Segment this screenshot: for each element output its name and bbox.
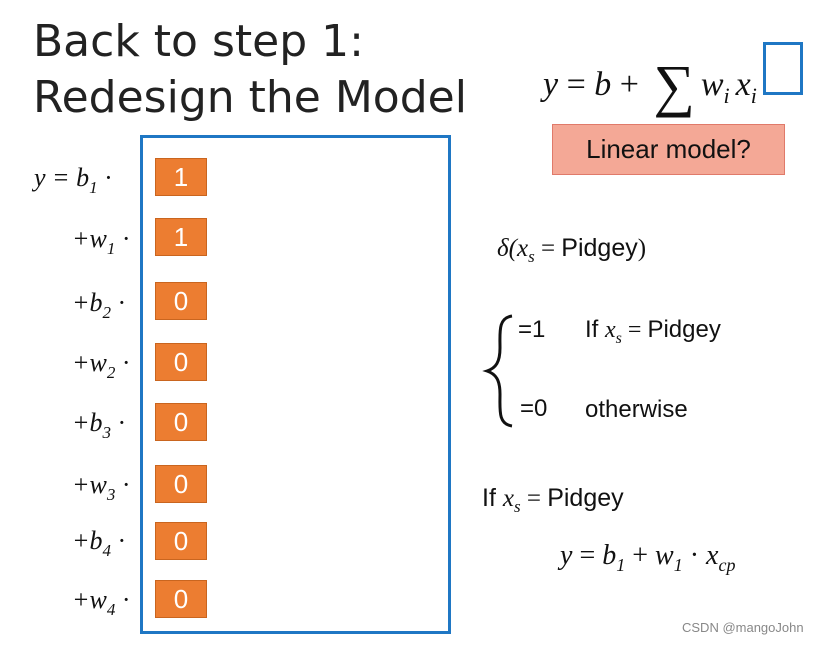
cond-x-sub: s bbox=[513, 497, 521, 516]
title-line-1: Back to step 1: bbox=[33, 16, 364, 67]
term-sub: 4 bbox=[106, 600, 116, 619]
case-1-if: If bbox=[585, 316, 606, 343]
condition-statement: If xs = Pidgey bbox=[482, 484, 624, 516]
cond-eq: = bbox=[520, 485, 548, 512]
delta-eq: = bbox=[534, 235, 562, 262]
term-prefix: y = bbox=[34, 163, 77, 192]
main-eq-w: w bbox=[700, 66, 724, 103]
term-dot: · bbox=[117, 408, 127, 437]
result-b-sub: 1 bbox=[616, 555, 626, 575]
case-1-value: =1 bbox=[518, 316, 546, 343]
result-w: w bbox=[655, 540, 674, 571]
result-equation: y = b1 + w1 · xcp bbox=[560, 540, 736, 575]
case-1-condition: If xs = Pidgey bbox=[585, 316, 721, 347]
term-dot: · bbox=[117, 288, 127, 317]
term-prefix: + bbox=[72, 224, 90, 253]
model-term-b3: +b3 · bbox=[72, 408, 127, 442]
term-sub: 1 bbox=[89, 178, 98, 197]
term-var: w bbox=[89, 348, 107, 377]
model-term-w1: +w1 · bbox=[72, 224, 131, 258]
xi-highlight-box bbox=[763, 42, 803, 95]
term-dot: · bbox=[121, 470, 131, 499]
main-eq-x: x bbox=[735, 66, 751, 103]
onehot-value: 1 bbox=[155, 218, 207, 256]
model-term-b2: +b2 · bbox=[72, 288, 127, 322]
summation-symbol: ∑ bbox=[653, 53, 695, 118]
watermark: CSDN @mangoJohn bbox=[682, 620, 804, 635]
term-dot: · bbox=[121, 224, 131, 253]
onehot-value: 0 bbox=[155, 522, 207, 560]
case-1-x: x bbox=[605, 317, 616, 343]
term-dot: · bbox=[117, 526, 127, 555]
cond-x: x bbox=[502, 485, 514, 512]
title-line-2: Redesign the Model bbox=[33, 72, 467, 123]
main-eq-b: b bbox=[594, 66, 612, 103]
delta-close: ) bbox=[637, 235, 647, 262]
slide-title: Back to step 1: Redesign the Model bbox=[33, 14, 467, 126]
delta-symbol: δ( bbox=[497, 235, 517, 262]
term-sub: 3 bbox=[102, 423, 112, 442]
onehot-value: 0 bbox=[155, 465, 207, 503]
term-var: w bbox=[89, 585, 107, 614]
main-eq-plus: + bbox=[619, 66, 639, 103]
main-eq-w-sub: i bbox=[723, 83, 730, 108]
delta-function: δ(xs = Pidgey) bbox=[497, 234, 647, 266]
curly-brace-icon bbox=[482, 314, 513, 428]
onehot-vector-frame bbox=[140, 135, 451, 634]
term-sub: 1 bbox=[106, 239, 116, 258]
term-dot: · bbox=[104, 163, 113, 192]
model-term-w4: +w4 · bbox=[72, 585, 131, 619]
main-eq-x-sub: i bbox=[750, 83, 757, 108]
term-dot: · bbox=[121, 585, 131, 614]
delta-x: x bbox=[516, 235, 529, 262]
term-sub: 2 bbox=[106, 363, 116, 382]
term-sub: 3 bbox=[106, 485, 116, 504]
term-prefix: + bbox=[72, 408, 90, 437]
term-prefix: + bbox=[72, 348, 90, 377]
case-1-x-sub: s bbox=[615, 330, 622, 347]
result-plus: + bbox=[625, 540, 656, 571]
model-term-w2: +w2 · bbox=[72, 348, 131, 382]
case-2-value: =0 bbox=[520, 395, 548, 422]
delta-x-sub: s bbox=[528, 247, 535, 266]
onehot-value: 0 bbox=[155, 282, 207, 320]
term-sub: 2 bbox=[102, 303, 112, 322]
case-1-pidgey: Pidgey bbox=[647, 316, 721, 343]
linear-model-label: Linear model? bbox=[552, 124, 785, 175]
case-1-eq: = bbox=[621, 317, 648, 343]
model-term-w3: +w3 · bbox=[72, 470, 131, 504]
onehot-value: 0 bbox=[155, 580, 207, 618]
cond-value: Pidgey bbox=[547, 484, 624, 512]
case-2-text: otherwise bbox=[585, 396, 688, 423]
main-eq-equals: = bbox=[566, 66, 586, 103]
result-dot: · bbox=[682, 540, 707, 571]
result-eq: = bbox=[572, 540, 603, 571]
onehot-value: 0 bbox=[155, 403, 207, 441]
main-eq-lhs: y bbox=[543, 66, 559, 103]
term-prefix: + bbox=[72, 585, 90, 614]
term-var: w bbox=[89, 470, 107, 499]
term-prefix: + bbox=[72, 470, 90, 499]
delta-value: Pidgey bbox=[561, 234, 638, 262]
term-prefix: + bbox=[72, 288, 90, 317]
onehot-value: 1 bbox=[155, 158, 207, 196]
result-w-sub: 1 bbox=[673, 555, 683, 575]
onehot-value: 0 bbox=[155, 343, 207, 381]
term-prefix: + bbox=[72, 526, 90, 555]
cond-if: If bbox=[482, 484, 503, 512]
model-term-b1: y = b1 · bbox=[34, 163, 113, 197]
result-x: x bbox=[706, 540, 719, 571]
term-var: b bbox=[89, 288, 103, 317]
term-dot: · bbox=[121, 348, 131, 377]
term-sub: 4 bbox=[102, 541, 112, 560]
result-y: y bbox=[560, 540, 573, 571]
term-var: w bbox=[89, 224, 107, 253]
result-b: b bbox=[602, 540, 617, 571]
result-x-sub: cp bbox=[718, 555, 736, 575]
model-term-b4: +b4 · bbox=[72, 526, 127, 560]
term-var: b bbox=[89, 408, 103, 437]
term-var: b bbox=[89, 526, 103, 555]
term-var: b bbox=[76, 163, 90, 192]
